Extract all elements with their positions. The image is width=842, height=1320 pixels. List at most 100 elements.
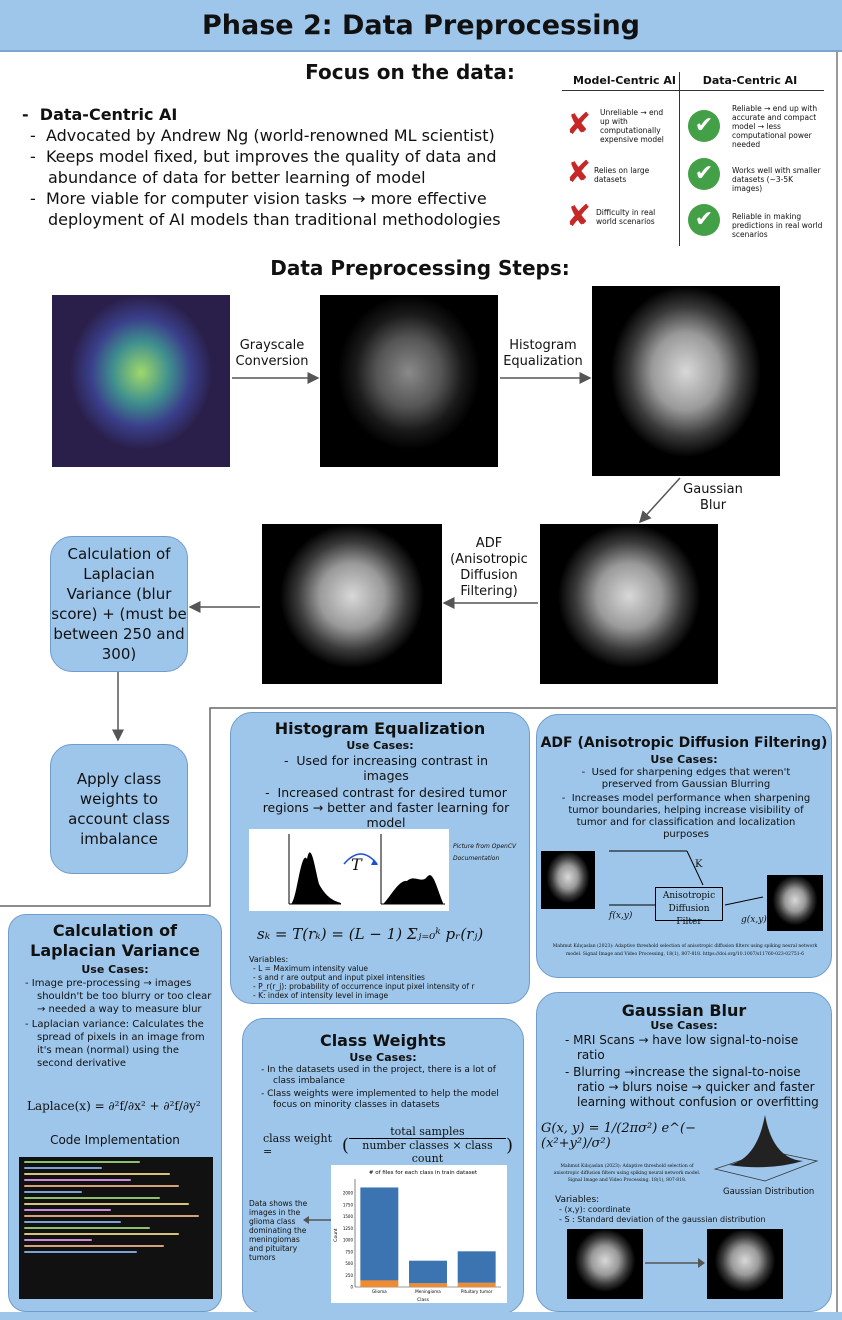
sub-bullet: - More viable for computer vision tasks … [30,189,501,229]
gaussian-var: - (x,y): coordinate [559,1205,631,1214]
formula-lhs: class weight = [263,1132,333,1158]
column-divider [679,72,680,246]
mri-adf-image [262,524,442,684]
class-weights-bullet: - Class weights were implemented to help… [261,1089,499,1110]
histogram-label: Histogram Equalization [503,338,583,369]
sub-bullet: - Keeps model fixed, but improves the qu… [30,147,497,187]
model-row-3: Difficulty in real world scenarios [596,208,656,226]
laplacian-panel-title: Calculation of Laplacian Variance [30,921,200,960]
model-row-1: Unreliable → end up with computationally… [600,108,664,144]
x-tick-label: Pituitary tumor [461,1289,493,1294]
adf-output-image [767,875,823,931]
laplacian-step-box: Calculation of Laplacian Variance (blur … [50,536,188,672]
data-centric-header: Data-Centric AI [702,74,798,87]
gaussian-formula: G(x, y) = 1/(2πσ²) e^(−(x²+y²)/σ²) [541,1121,697,1151]
class-weights-panel: Class Weights Use Cases: - In the datase… [242,1018,524,1314]
side-note-arrow [303,1216,331,1224]
gaussian-3d-surface [713,1115,819,1182]
model-centric-header: Model-Centric AI [573,74,676,87]
mri-original-image [52,295,230,467]
code-screenshot [19,1157,213,1299]
histogram-use-cases: Use Cases: [346,739,414,752]
y-tick-label: 1750 [343,1202,354,1207]
right-border [836,50,838,1320]
laplacian-panel: Calculation of Laplacian Variance Use Ca… [8,914,222,1312]
histogram-formula: sₖ = T(rₖ) = (L − 1) Σⱼ₌₀ᵏ pᵣ(rⱼ) [257,925,484,943]
gaussian-label: Gaussian Blur [683,482,743,513]
y-tick-label: 1000 [343,1238,354,1243]
adf-fxy-label: f(x,y) [609,911,633,921]
cross-icon: ✘ [566,155,592,190]
steps-title: Data Preprocessing Steps: [270,256,570,280]
histogram-panel-title: Histogram Equalization [274,719,486,738]
mri-histogram-image [592,286,780,476]
histogram-vars-title: Variables: [249,955,289,964]
class-distribution-chart: # of files for each class in train datas… [331,1165,507,1303]
y-tick-label: 250 [345,1273,353,1278]
adf-label: ADF (Anisotropic Diffusion Filtering) [450,536,528,599]
data-row-2: Works well with smaller datasets (~3-5K … [732,166,821,193]
check-icon: ✔ [688,158,720,190]
class-weights-step-text: Apply class weights to account class imb… [68,770,170,848]
adf-panel: ADF (Anisotropic Diffusion Filtering) Us… [536,714,832,978]
class-weights-step-box: Apply class weights to account class imb… [50,744,188,874]
class-weights-panel-title: Class Weights [319,1031,447,1050]
y-tick-label: 1250 [343,1226,354,1231]
gaussian-arrow [645,1258,705,1268]
mri-grayscale-image [320,295,498,467]
adf-input-image [541,851,595,909]
chart-ylabel: Count [333,1228,339,1242]
gaussian-use-cases: Use Cases: [650,1019,718,1032]
data-centric-bullets: - Data-Centric AI - Advocated by Andrew … [22,104,522,230]
footer-bar [0,1312,842,1320]
formula-denominator: number classes × class count [362,1139,493,1165]
class-weights-use-cases: Use Cases: [349,1051,417,1064]
histogram-t-label: T [351,855,362,874]
code-implementation-label: Code Implementation [50,1133,180,1147]
gaussian-distribution-label: Gaussian Distribution [723,1187,815,1197]
formula-numerator: total samples [348,1125,506,1139]
gaussian-variables: Variables: - (x,y): coordinate - S : Sta… [555,1195,815,1225]
model-row-2: Relies on large datasets [594,166,650,184]
gaussian-after-image [707,1229,783,1299]
histogram-var: - K: index of intensity level in image [253,991,389,1000]
x-tick-label: Glioma [372,1289,387,1294]
chart-title: # of files for each class in train datas… [369,1170,478,1176]
laplacian-use-cases: Use Cases: [81,963,149,976]
adf-bullet: - Used for sharpening edges that weren't… [581,767,791,790]
gaussian-panel-title: Gaussian Blur [621,1001,747,1020]
adf-credit: Mahmut Kılıçaslan (2023): Adaptive thres… [552,944,818,957]
adf-panel-title: ADF (Anisotropic Diffusion Filtering) [540,735,828,751]
histogram-panel: Histogram Equalization Use Cases: - Used… [230,712,530,1004]
gaussian-panel: Gaussian Blur Use Cases: - MRI Scans → h… [536,992,832,1312]
bar-segment [409,1260,447,1284]
bar-segment [409,1283,447,1287]
y-tick-label: 2000 [343,1191,354,1196]
histogram-var: - P_r(r_j): probability of occurrence in… [253,982,475,991]
data-row-3: Reliable in making predictions in real w… [732,212,823,239]
flow-arrows [0,372,836,907]
mri-gaussian-image [540,524,718,684]
opencv-credit: Picture from OpenCV Documentation [453,843,517,862]
header-bar: Phase 2: Data Preprocessing [0,0,842,52]
histogram-bullet: - Increased contrast for desired tumor r… [262,785,510,830]
histogram-var: - L = Maximum intensity value [253,964,369,973]
adf-filter-block: Anisotropic Diffusion Filter [655,887,723,927]
check-icon: ✔ [688,204,720,236]
sub-bullet: - Advocated by Andrew Ng (world-renowned… [30,126,495,145]
gaussian-var: - S : Standard deviation of the gaussian… [559,1215,766,1224]
y-tick-label: 0 [350,1285,353,1290]
adf-gxy-label: g(x,y) [741,915,767,925]
gaussian-vars-title: Variables: [555,1195,600,1205]
laplacian-step-text: Calculation of Laplacian Variance (blur … [51,545,187,663]
histogram-var: - s and r are output and input pixel int… [253,973,425,982]
grayscale-label: Grayscale Conversion [235,338,309,369]
adf-use-cases: Use Cases: [650,753,718,766]
histogram-variables: Variables: - L = Maximum intensity value… [249,955,519,1000]
section-divider [0,707,836,907]
focus-title: Focus on the data: [305,60,515,84]
comparison-table: Model-Centric AI Data-Centric AI ✘ Unrel… [562,70,832,250]
header-divider [562,90,824,91]
adf-bullet: - Increases model performance when sharp… [561,793,811,840]
adf-k-label: K [695,859,703,870]
